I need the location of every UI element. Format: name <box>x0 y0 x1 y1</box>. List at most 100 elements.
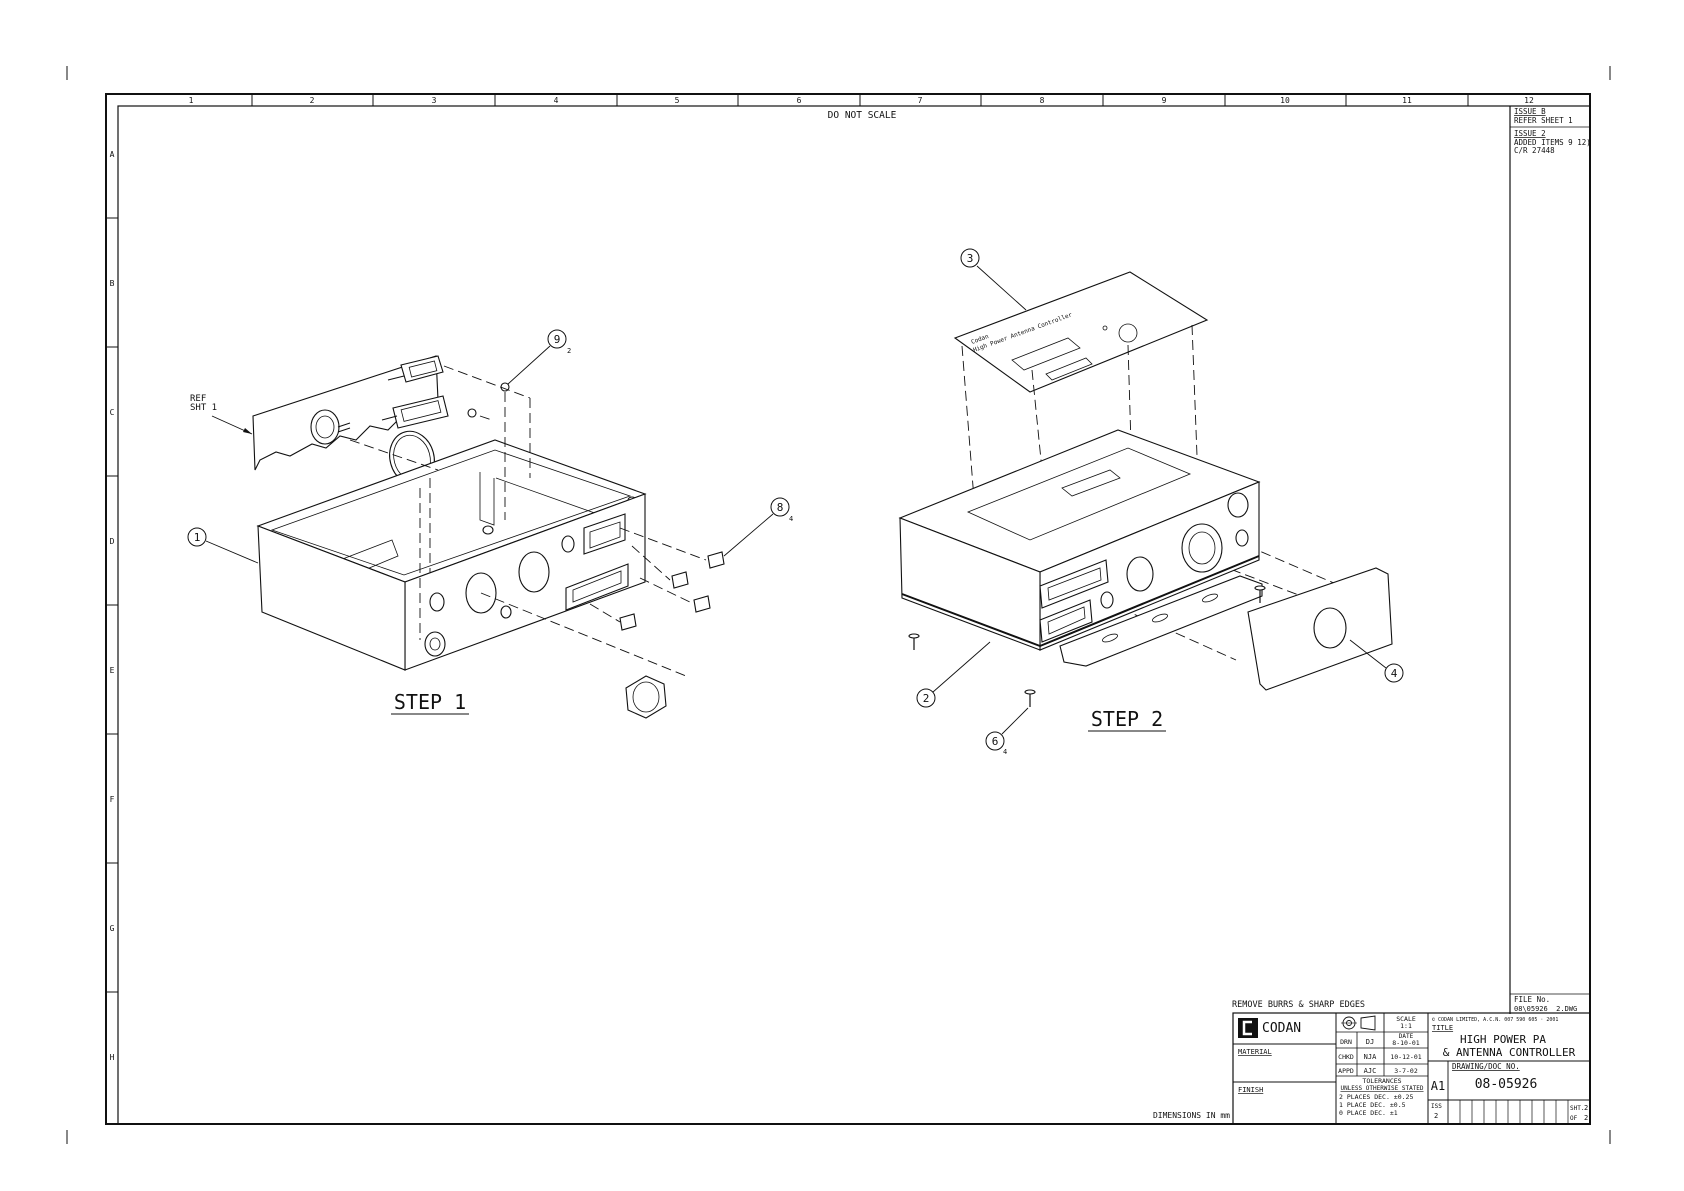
scale-label: SCALE <box>1396 1015 1416 1023</box>
sheet-size: A1 <box>1431 1079 1445 1093</box>
ref-label-line2: SHT 1 <box>190 403 217 413</box>
step-2-assembly: Codan High Power Antenna Controller <box>898 271 1393 707</box>
col-label-5: 5 <box>675 96 680 105</box>
callout-1: 1 <box>194 531 201 544</box>
dimensions-note: DIMENSIONS IN mm <box>1153 1111 1230 1120</box>
sheet-value: 2 <box>1584 1104 1588 1112</box>
row-label-f: F <box>110 795 115 804</box>
of-label: OF <box>1570 1115 1578 1122</box>
callout-1-circle <box>187 527 207 547</box>
step-2-label: STEP 2 <box>1091 707 1163 731</box>
row-label-c: C <box>110 408 115 417</box>
col-label-1: 1 <box>189 96 194 105</box>
col-label-11: 11 <box>1402 96 1412 105</box>
material-label: MATERIAL <box>1238 1048 1272 1056</box>
col-label-7: 7 <box>918 96 923 105</box>
doc-number: 08-05926 <box>1475 1077 1538 1092</box>
callout-8-circle <box>770 497 790 517</box>
col-label-2: 2 <box>310 96 315 105</box>
iss-value: 2 <box>1434 1112 1438 1120</box>
doc-no-label: DRAWING/DOC NO. <box>1452 1062 1520 1071</box>
chkd-name: NJA <box>1364 1053 1377 1061</box>
drn-label: DRN <box>1340 1038 1352 1046</box>
col-label-9: 9 <box>1162 96 1167 105</box>
title-line1: HIGH POWER PA <box>1460 1033 1546 1046</box>
round-connector-step1 <box>310 409 351 445</box>
row-label-g: G <box>110 924 115 933</box>
callout-4: 4 <box>1391 667 1398 680</box>
title-line2: & ANTENNA CONTROLLER <box>1443 1046 1576 1059</box>
sheet-label: SHT. <box>1570 1105 1584 1112</box>
col-label-4: 4 <box>554 96 559 105</box>
side-cover <box>1247 567 1393 691</box>
tolerance-1-place: 1 PLACE DEC. ±0.5 <box>1339 1101 1406 1109</box>
company-name: CODAN <box>1262 1021 1301 1036</box>
callout-8: 8 <box>777 501 784 514</box>
inner-border <box>117 105 1591 1125</box>
callouts-step2: 3 2 6 4 4 STEP 2 <box>916 248 1404 756</box>
tolerances-label: TOLERANCES <box>1362 1077 1401 1085</box>
row-zones <box>106 217 118 993</box>
callout-8-qty: 4 <box>789 515 793 523</box>
col-label-3: 3 <box>432 96 437 105</box>
issue-2-line2: C/R 27448 <box>1514 146 1555 155</box>
chkd-label: CHKD <box>1338 1053 1354 1061</box>
row-label-d: D <box>110 537 115 546</box>
callout-3-circle <box>960 248 980 268</box>
appd-date: 3-7-02 <box>1394 1067 1418 1075</box>
callout-9-circle <box>547 329 567 349</box>
date-label: DATE <box>1399 1033 1414 1040</box>
screws-6 <box>908 585 1266 707</box>
column-zones <box>251 94 1469 106</box>
enclosure-open <box>256 439 647 671</box>
column-labels: 1 2 3 4 5 6 7 8 9 10 11 12 <box>189 96 1534 105</box>
remove-burrs-note: REMOVE BURRS & SHARP EDGES <box>1232 1000 1365 1010</box>
iss-label: ISS <box>1431 1103 1442 1110</box>
front-label-plate: Codan High Power Antenna Controller <box>953 271 1209 393</box>
callout-6-qty: 4 <box>1003 748 1007 756</box>
tolerance-2-places: 2 PLACES DEC. ±0.25 <box>1339 1093 1413 1101</box>
scale-value: 1:1 <box>1400 1022 1412 1030</box>
row-label-b: B <box>110 279 115 288</box>
of-value: 2 <box>1584 1114 1588 1122</box>
step-1-label: STEP 1 <box>394 690 466 714</box>
drn-date: 8-10-01 <box>1392 1039 1419 1047</box>
hex-nut <box>625 675 667 719</box>
callout-2: 2 <box>923 692 930 705</box>
revision-column: ISSUE B REFER SHEET 1 ISSUE 2 ADDED ITEM… <box>1509 106 1591 1014</box>
title-block: REMOVE BURRS & SHARP EDGES DIMENSIONS IN… <box>1153 1000 1591 1125</box>
chkd-date: 10-12-01 <box>1390 1053 1421 1061</box>
appd-name: AJC <box>1364 1067 1377 1075</box>
codan-logo <box>1238 1018 1258 1038</box>
projection-symbol <box>1341 1015 1376 1031</box>
assembly-lines-step1 <box>349 365 707 677</box>
callout-4-circle <box>1384 663 1404 683</box>
issue-b-title: ISSUE B <box>1514 107 1546 116</box>
step-1-assembly <box>252 355 725 719</box>
callout-9: 9 <box>554 333 561 346</box>
col-label-10: 10 <box>1280 96 1290 105</box>
callouts-step1: REF SHT 1 1 9 2 8 4 STEP 1 <box>187 329 793 715</box>
row-label-h: H <box>110 1053 115 1062</box>
do-not-scale-note: DO NOT SCALE <box>828 110 897 121</box>
callout-6-circle <box>985 731 1005 751</box>
copyright-line: © CODAN LIMITED, A.C.N. 007 590 605 · 20… <box>1432 1017 1558 1023</box>
unless-label: UNLESS OTHERWISE STATED <box>1340 1085 1423 1092</box>
trim-marks <box>66 66 1611 1144</box>
callout-6: 6 <box>992 735 999 748</box>
issue-2-line1: ADDED ITEMS 9 12) <box>1514 138 1591 147</box>
row-label-a: A <box>110 150 115 159</box>
tolerance-0-place: 0 PLACE DEC. ±1 <box>1339 1109 1398 1117</box>
issue-b-text: REFER SHEET 1 <box>1514 116 1573 125</box>
callout-2-circle <box>916 688 936 708</box>
issue-2-title: ISSUE 2 <box>1514 129 1546 138</box>
standoffs-8 <box>619 551 725 631</box>
db15-connector <box>381 395 449 429</box>
col-label-12: 12 <box>1524 96 1534 105</box>
db9-connector-top <box>387 355 444 383</box>
callout-3: 3 <box>967 252 974 265</box>
row-labels: A B C D E F G H <box>110 150 115 1062</box>
enclosure-closed <box>898 429 1263 667</box>
title-label: TITLE <box>1432 1024 1453 1032</box>
